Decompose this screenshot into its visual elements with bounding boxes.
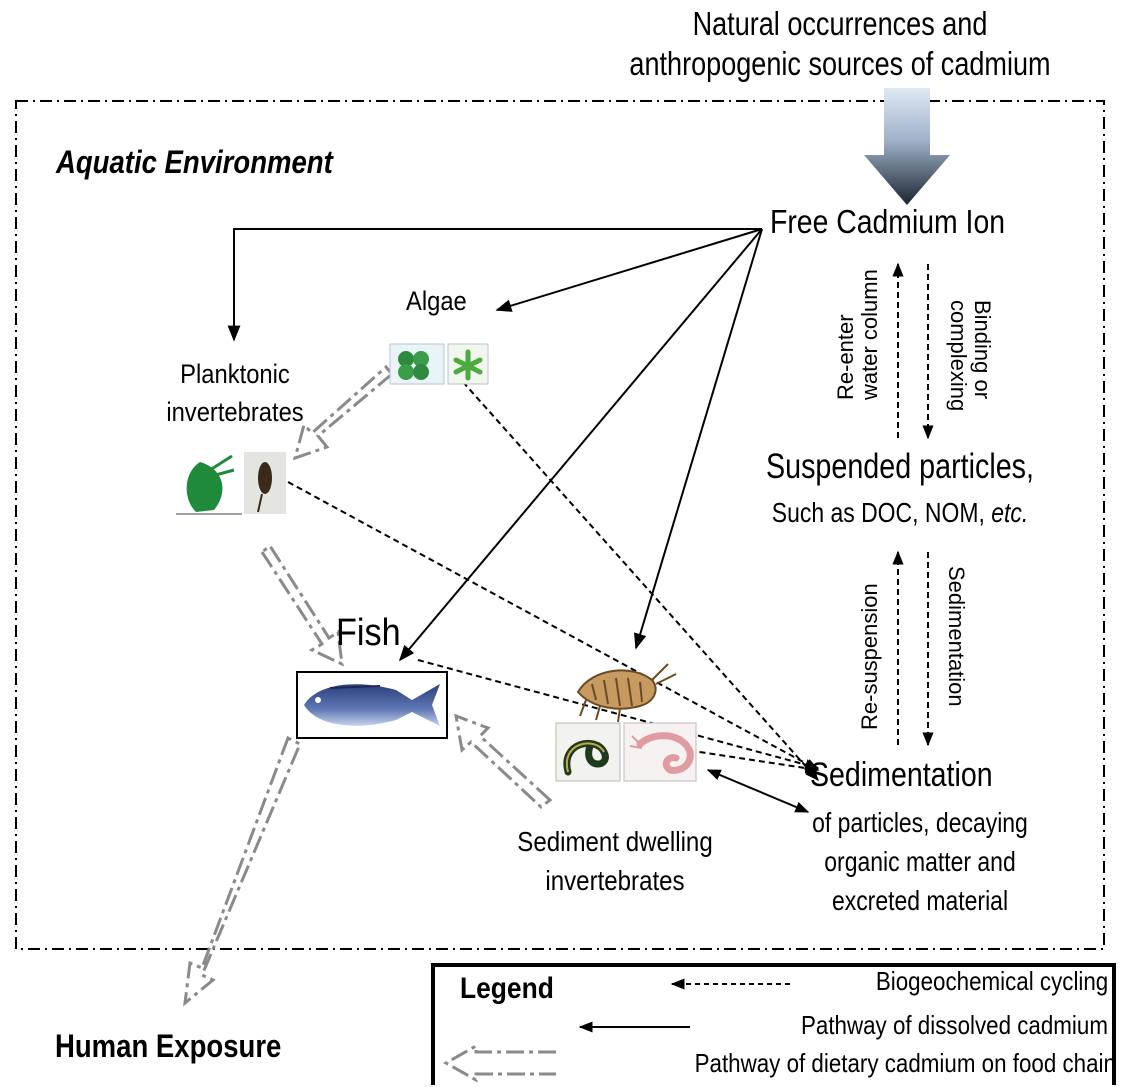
plankton-to-sedimentation [287, 481, 820, 771]
sedimentation-cycle-label: Sedimentation [944, 566, 969, 707]
arrow-to-fish [398, 228, 763, 662]
arrow-to-algae [495, 228, 763, 312]
sedimentation-description: of particles, decaying organic matter an… [772, 803, 1067, 920]
worm-icon [555, 722, 621, 782]
shrimp-icon [623, 722, 697, 782]
resuspension-label: Re-suspension [857, 583, 882, 730]
binding-line-1: Binding or [970, 300, 995, 400]
sedimentation-line-1: of particles, decaying [812, 807, 1028, 838]
down-arrow-icon [864, 88, 950, 205]
planktonic-line-2: invertebrates [166, 397, 304, 427]
invertebrates-to-sedimentation [659, 745, 820, 774]
suspended-particles-subtitle: Such as DOC, NOM, etc. [736, 497, 1064, 529]
sediment-dwelling-line-1: Sediment dwelling [517, 826, 713, 857]
fish-icon [296, 671, 448, 739]
legend-item-dietary: Pathway of dietary cadmium on food chain [694, 1048, 1116, 1078]
aquatic-environment-frame [15, 100, 1105, 950]
sedimentation-title: Sedimentation [810, 756, 993, 794]
legend-box [431, 963, 1116, 1085]
legend-hollow-arrow [442, 1043, 556, 1083]
arrow-to-planktonic [227, 228, 762, 342]
legend-item-dissolved: Pathway of dissolved cadmium [801, 1010, 1108, 1040]
sediment-dwelling-label: Sediment dwelling invertebrates [490, 822, 739, 900]
dissolved-cadmium-pathways [227, 228, 810, 813]
algae-icon [389, 343, 489, 385]
diet-arrow-plankton-fish [259, 543, 344, 667]
fish-to-sedimentation [417, 659, 820, 771]
reenter-line-1: Re-enter [833, 314, 858, 400]
legend-title: Legend [460, 972, 554, 1005]
human-exposure-label: Human Exposure [55, 1028, 282, 1064]
diet-arrow-invertebrates-fish [454, 713, 553, 809]
arrow-sediment-exchange [706, 769, 810, 813]
sedimentation-line-3: excreted material [831, 885, 1009, 916]
diet-arrow-fish-human [183, 735, 302, 1007]
suspended-etc: etc. [991, 497, 1029, 528]
legend-samples [442, 978, 790, 1083]
algae-to-sedimentation [462, 381, 819, 782]
source-line-1: Natural occurrences and [692, 5, 988, 42]
environment-title: Aquatic Environment [56, 144, 333, 180]
legend-item-biogeochemical: Biogeochemical cycling [875, 966, 1108, 996]
source-label: Natural occurrences and anthropogenic so… [610, 4, 1069, 84]
free-cadmium-ion-label: Free Cadmium Ion [770, 203, 1006, 240]
sedimentation-line-2: organic matter and [824, 846, 1016, 877]
planktonic-line-1: Planktonic [180, 359, 290, 389]
suspended-examples: Such as DOC, NOM, [771, 497, 992, 528]
copepod-icon [172, 452, 286, 515]
binding-label: Binding or complexing [946, 300, 995, 412]
fish-label: Fish [336, 612, 401, 654]
dietary-cadmium-pathways [183, 364, 553, 1007]
planktonic-label: Planktonic invertebrates [134, 355, 336, 431]
reenter-label: Re-enter water column [833, 269, 882, 400]
diet-arrow-algae-plankton [292, 364, 395, 461]
amphipod-icon [576, 663, 677, 723]
binding-line-2: complexing [946, 300, 971, 412]
sediment-dwelling-line-2: invertebrates [545, 865, 685, 896]
reenter-line-2: water column [857, 269, 882, 400]
algae-label: Algae [406, 286, 467, 316]
source-line-2: anthropogenic sources of cadmium [629, 45, 1051, 82]
biogeochemical-cycling [287, 262, 934, 782]
suspended-particles-title: Suspended particles, [765, 447, 1035, 486]
arrow-to-sediment-invertebrates [634, 228, 763, 650]
